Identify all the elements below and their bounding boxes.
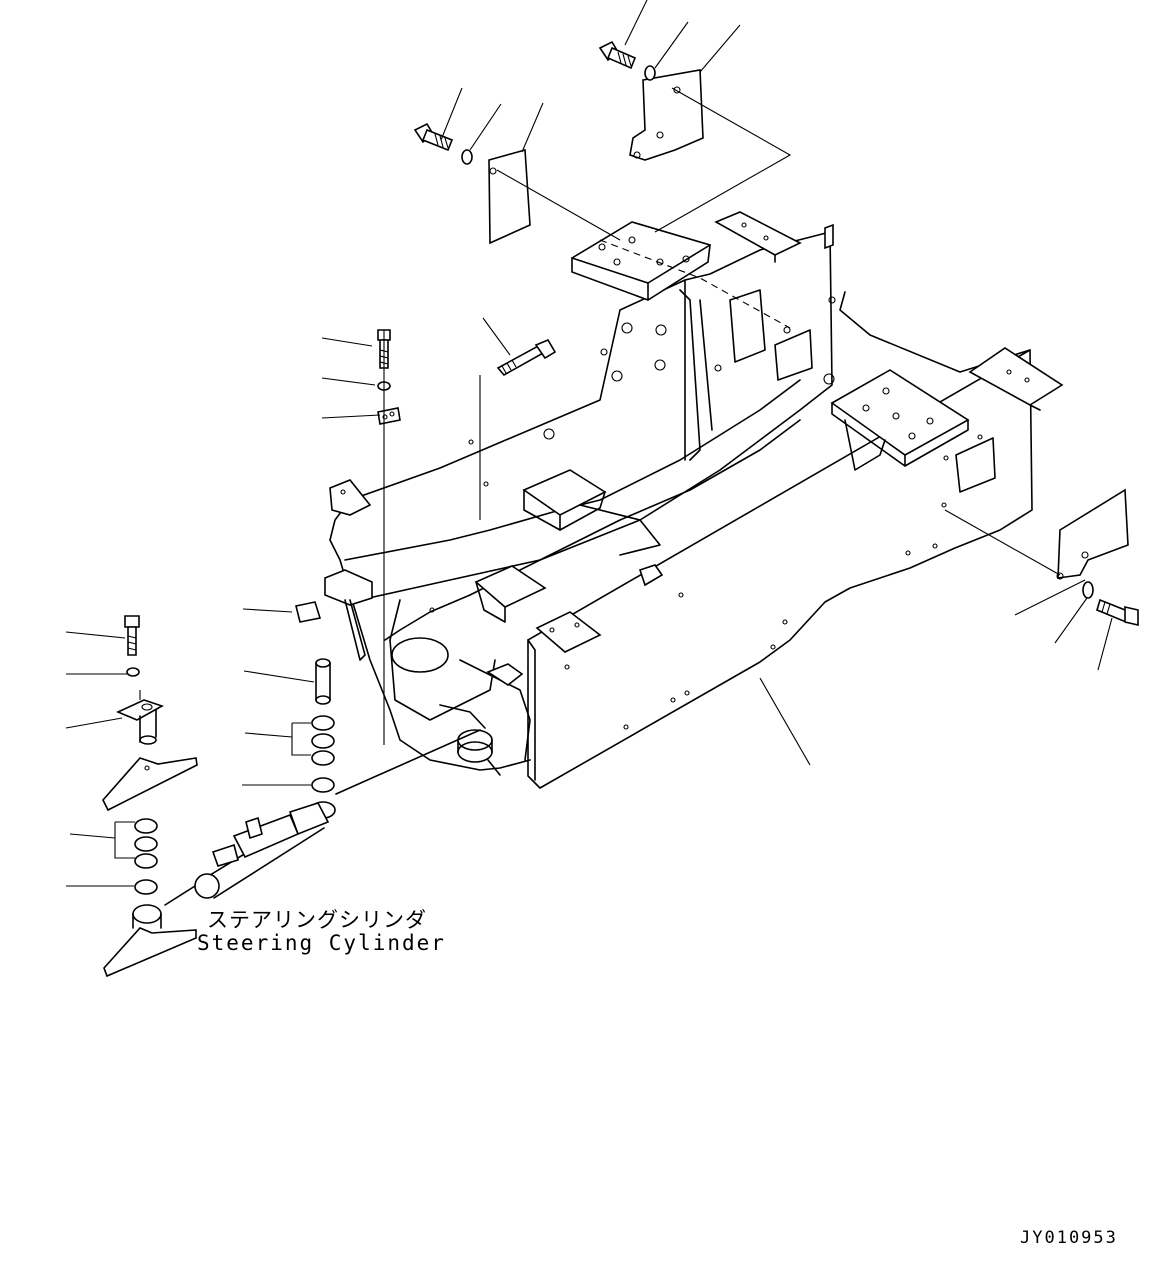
pin-center bbox=[295, 601, 331, 705]
bolt-right bbox=[1082, 581, 1139, 627]
cover-plate-right bbox=[1056, 488, 1129, 580]
shim-stack-center bbox=[311, 715, 335, 793]
guide-lines bbox=[139, 87, 1061, 745]
upper-mount-plate-right bbox=[830, 369, 970, 471]
cover-plate-top bbox=[629, 69, 704, 161]
bolt-upper-left bbox=[413, 122, 473, 165]
bracket-left-lug bbox=[329, 479, 372, 516]
cover-plate-center bbox=[488, 148, 531, 245]
bolt-top bbox=[598, 40, 656, 81]
caption-japanese: ステアリングシリンダ bbox=[207, 908, 427, 932]
bolt-stack-center bbox=[377, 329, 401, 425]
cross-member-lower bbox=[474, 565, 547, 623]
rear-frame bbox=[329, 231, 1033, 789]
bracket-top-right bbox=[714, 211, 834, 263]
hitch-ring bbox=[324, 564, 664, 776]
steering-cylinder bbox=[103, 729, 481, 978]
cross-member-upper bbox=[522, 469, 661, 556]
caption-english: Steering Cylinder bbox=[197, 931, 446, 955]
side-bracket-front bbox=[535, 611, 602, 653]
left-pin-assembly bbox=[102, 615, 198, 895]
bracket-far-right bbox=[968, 347, 1064, 411]
drawing-number: JY010953 bbox=[1020, 1228, 1118, 1248]
leader-lines bbox=[65, 0, 1113, 887]
upper-mount-plate-left bbox=[571, 221, 711, 301]
long-bolt-center bbox=[496, 338, 557, 377]
